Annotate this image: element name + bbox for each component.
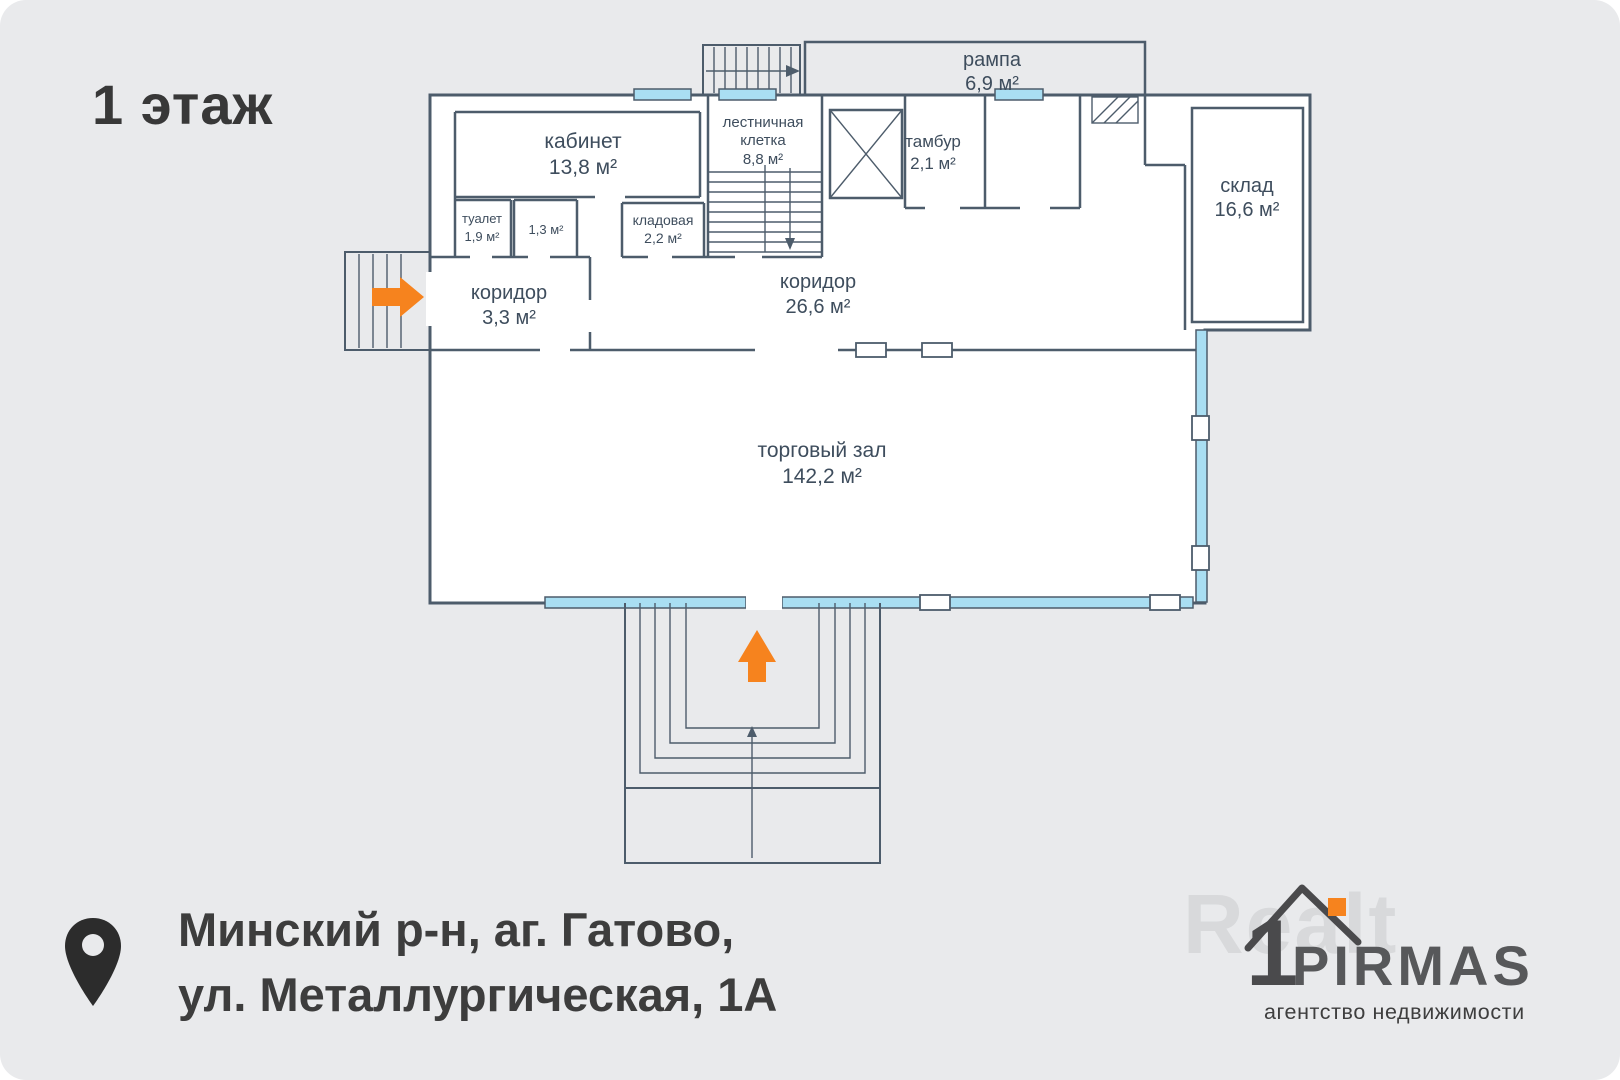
room-area-warehouse: 16,6 м²: [1215, 199, 1280, 221]
entrance-porch: [624, 603, 881, 864]
interior-walls: [430, 95, 1305, 352]
room-label-toilet: туалет: [462, 211, 502, 226]
logo-brand: PIRMAS: [1292, 934, 1534, 997]
room-area-office: 13,8 м²: [549, 156, 617, 179]
floor-title: 1 этаж: [92, 73, 274, 136]
room-label-stairwell-1: лестничная: [723, 114, 804, 131]
room-label-stairwell-2: клетка: [740, 132, 786, 149]
wall-pillars: [855, 342, 1210, 611]
stairwell-treads: [708, 165, 822, 253]
location-pin-icon: [65, 918, 121, 1006]
address-line2: ул. Металлургическая, 1А: [178, 967, 778, 1021]
room-label-storage: кладовая: [633, 212, 694, 228]
room-label-trading-hall: торговый зал: [758, 439, 887, 462]
entrance-arrow-left-icon: [372, 277, 424, 317]
room-area-storage: 2,2 м²: [644, 230, 682, 246]
ramp-outline: [803, 40, 1147, 95]
room-area-trading-hall: 142,2 м²: [782, 465, 862, 488]
room-label-vestibule: тамбур: [905, 132, 961, 151]
duct-hatch-box: [1091, 96, 1139, 124]
exterior-top-stairs: [702, 44, 801, 96]
realt-watermark: Realt: [1183, 877, 1399, 971]
room-labels: рампа 6,9 м² кабинет 13,8 м² лестничная …: [462, 49, 1280, 488]
room-area-ramp: 6,9 м²: [965, 73, 1019, 95]
address-block: Минский р-н, аг. Гатово, ул. Металлургич…: [178, 898, 777, 1028]
room-area-vestibule: 2,1 м²: [910, 154, 956, 173]
room-area-corridor-main: 26,6 м²: [786, 296, 851, 318]
room-label-corridor-main: коридор: [780, 271, 856, 293]
room-area-toilet: 1,9 м²: [465, 229, 501, 244]
address-line1: Минский р-н, аг. Гатово,: [178, 903, 735, 956]
room-label-office: кабинет: [544, 130, 622, 153]
room-label-corridor-small: коридор: [471, 282, 547, 304]
room-label-ramp: рампа: [963, 49, 1022, 71]
entrance-arrow-main-icon: [738, 630, 776, 682]
door-openings: [426, 272, 782, 610]
logo-number: 1: [1246, 900, 1299, 1005]
room-area-corridor-small: 3,3 м²: [482, 307, 536, 329]
room-area-stairwell: 8,8 м²: [743, 151, 783, 168]
elevator-shaft: [828, 108, 904, 200]
room-area-small: 1,3 м²: [529, 222, 565, 237]
room-label-warehouse: склад: [1220, 175, 1274, 197]
logo-tagline: агентство недвижимости: [1264, 1000, 1525, 1024]
logo-house-icon: [1244, 884, 1362, 952]
